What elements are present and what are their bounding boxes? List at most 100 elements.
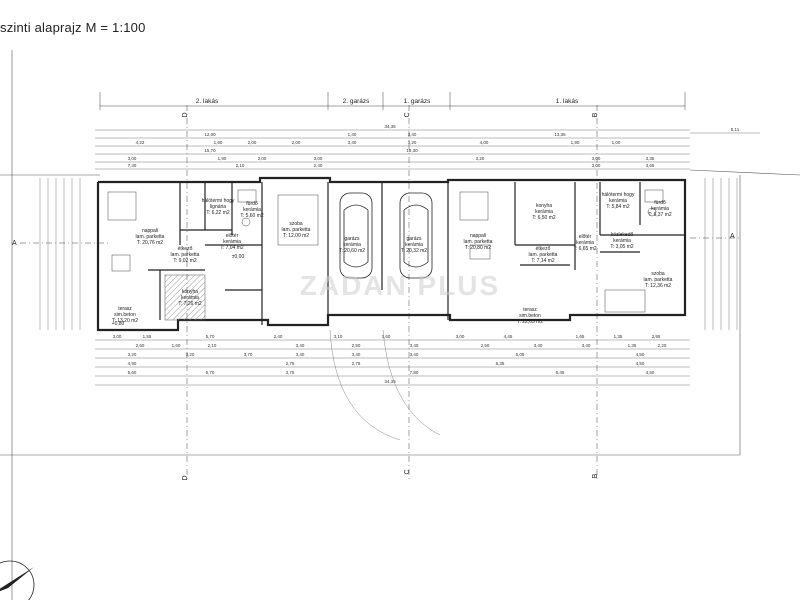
svg-text:szoba: szoba (651, 271, 665, 277)
svg-text:kerámia: kerámia (609, 198, 627, 204)
dim-top-r4-3: 3,00 (314, 156, 323, 161)
car-left (339, 192, 373, 279)
svg-text:T: 6,22 m2: T: 6,22 m2 (206, 210, 230, 216)
dim-bottom-r3-5: 3,40 (410, 352, 419, 357)
svg-text:terasz: terasz (118, 306, 132, 312)
svg-text:konyha: konyha (536, 203, 552, 209)
dimension-top (95, 129, 760, 170)
driveway (329, 329, 441, 441)
dim-bottom-r3-3: 3,40 (296, 352, 305, 357)
dim-bottom-r2-3: 3,40 (296, 343, 305, 348)
dim-bottom-r1-3: 2,40 (274, 334, 283, 339)
dim-top-r2-8: 1,00 (612, 140, 621, 145)
dim-top-r4-4: 3,20 (476, 156, 485, 161)
svg-text:kerámia: kerámia (181, 295, 199, 301)
interior-walls (148, 182, 685, 325)
section-mark-a-left: A (12, 240, 17, 247)
dim-top-r1-1: 1,40 (348, 132, 357, 137)
section-mark-b-bottom: B (592, 473, 599, 478)
dim-bottom-r3-4: 3,40 (352, 352, 361, 357)
dim-top-r4-0: 3,00 (128, 156, 137, 161)
svg-text:kerámia: kerámia (223, 239, 241, 245)
section-mark-d-top: D (182, 112, 189, 117)
dim-top-r2-1: 1,90 (214, 140, 223, 145)
dimension-sides (39, 178, 738, 330)
svg-text:T: 6,65 m2: T: 6,65 m2 (573, 246, 597, 252)
dim-bottom-r1-0: 3,00 (113, 334, 122, 339)
dim-bottom-r5-3: 7,80 (410, 370, 419, 375)
dim-top-r5-2: 2,40 (314, 163, 323, 168)
dim-top-r2-5: 3,20 (408, 140, 417, 145)
svg-text:sim.beton: sim.beton (114, 312, 136, 318)
hatched-kitchen (164, 274, 206, 321)
dim-top-right-ext: 5,11 (731, 127, 740, 132)
svg-text:T: 20,80 m2: T: 20,80 m2 (465, 245, 491, 251)
dim-bottom-r3-7: 4,50 (636, 352, 645, 357)
svg-text:lam. parketta: lam. parketta (529, 252, 558, 258)
dim-bottom-r1-6: 3,00 (456, 334, 465, 339)
svg-text:kerámia: kerámia (535, 209, 553, 215)
svg-text:T: 5,84 m2: T: 5,84 m2 (606, 204, 630, 210)
dim-top-r4-1: 1,90 (218, 156, 227, 161)
svg-text:kerámia: kerámia (613, 238, 631, 244)
svg-text:T: 5,60 m2: T: 5,60 m2 (240, 213, 264, 219)
svg-text:kerámia: kerámia (343, 242, 361, 248)
svg-text:T: 7,14 m2: T: 7,14 m2 (531, 258, 555, 264)
dim-top-r1-3: 13,35 (554, 132, 566, 137)
dim-bottom-r4-4: 4,50 (636, 361, 645, 366)
section-mark-c-top: C (404, 112, 411, 117)
dim-bottom-r2-5: 3,40 (410, 343, 419, 348)
dim-top-r3-0: 15,70 (204, 148, 216, 153)
svg-text:T: 6,37 m2: T: 6,37 m2 (648, 212, 672, 218)
svg-text:kerámia: kerámia (243, 207, 261, 213)
dim-top-r2-2: 2,00 (248, 140, 257, 145)
svg-text:T: 22,63 m2: T: 22,63 m2 (517, 319, 543, 325)
svg-text:lam. parketta: lam. parketta (644, 277, 673, 283)
dim-top-r4-2: 2,00 (258, 156, 267, 161)
svg-text:szoba: szoba (289, 221, 303, 227)
dim-top-r5-3: 3,00 (592, 163, 601, 168)
svg-text:sim.beton: sim.beton (519, 313, 541, 319)
site-boundary (0, 50, 800, 600)
svg-text:garázs: garázs (344, 236, 360, 242)
dim-top-r4-5: 3,00 (592, 156, 601, 161)
section-mark-d-bottom: D (182, 475, 189, 480)
watermark: ZADAN PLUS (300, 270, 500, 301)
north-arrow-icon (0, 560, 35, 600)
dim-bottom-r2-9: 1,35 (628, 343, 637, 348)
svg-text:nappali: nappali (142, 228, 158, 234)
svg-text:étkező: étkező (178, 246, 193, 252)
svg-text:T: 6,50 m2: T: 6,50 m2 (532, 215, 556, 221)
dim-bottom-r4-0: 4,90 (128, 361, 137, 366)
level-mark-plus: +0,80 (112, 321, 125, 327)
svg-text:előtér: előtér (226, 233, 239, 239)
svg-text:konyha: konyha (182, 289, 198, 295)
svg-text:garázs: garázs (406, 236, 422, 242)
dim-bottom-r5-2: 3,75 (286, 370, 295, 375)
unit-label-1-garazs: 1. garázs (404, 98, 431, 105)
dim-bottom-r4-1: 2,75 (286, 361, 295, 366)
furniture (107, 189, 664, 313)
dim-bottom-r3-0: 3,20 (128, 352, 137, 357)
dim-top-r5-4: 3,65 (646, 163, 655, 168)
svg-text:étkező: étkező (536, 246, 551, 252)
dimension-bottom (95, 339, 690, 386)
dim-bottom-r4-2: 2,75 (352, 361, 361, 366)
dim-bottom-total: 34,35 (384, 379, 396, 384)
dim-bottom-r4-3: 6,35 (496, 361, 505, 366)
svg-text:lam. parketta: lam. parketta (282, 227, 311, 233)
dim-top-r1-0: 12,00 (204, 132, 216, 137)
